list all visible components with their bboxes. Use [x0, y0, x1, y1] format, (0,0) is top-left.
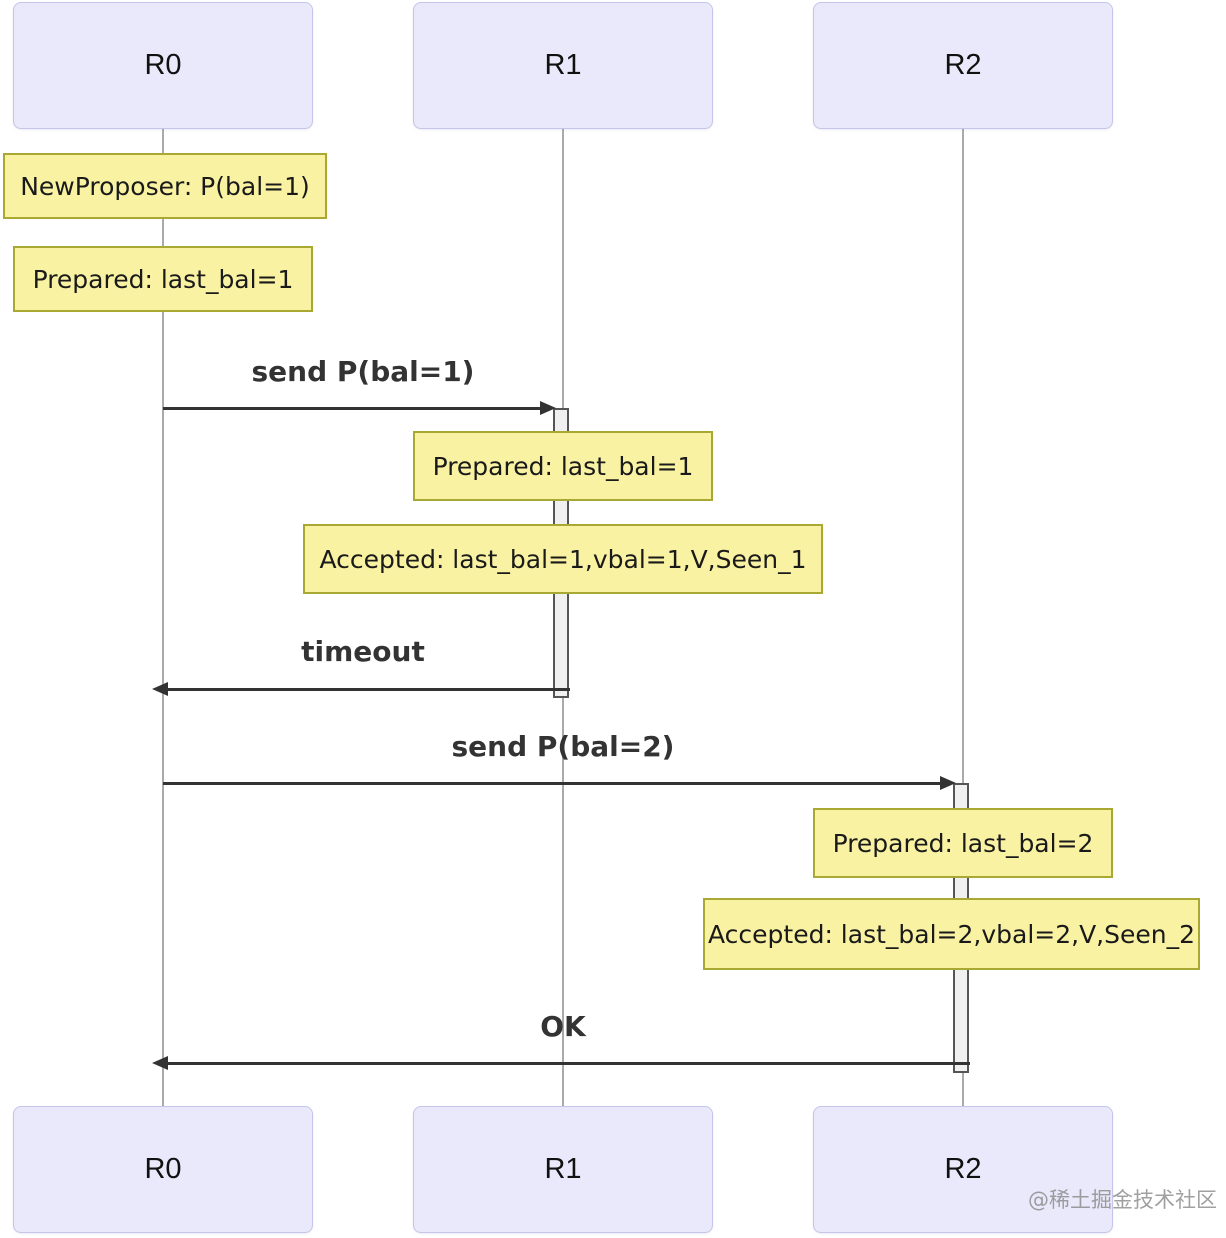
actor-footer-r0-label: R0 — [144, 1153, 182, 1185]
actor-header-r0: R0 — [13, 2, 313, 129]
actor-header-r1-label: R1 — [544, 49, 582, 81]
note-prepared-r0: Prepared: last_bal=1 — [13, 246, 313, 312]
actor-header-r0-label: R0 — [144, 49, 182, 81]
note-text: NewProposer: P(bal=1) — [20, 171, 310, 201]
watermark: @稀土掘金技术社区 — [1028, 1188, 1217, 1212]
note-text: Prepared: last_bal=1 — [32, 264, 294, 294]
actor-footer-r0: R0 — [13, 1106, 313, 1233]
actor-header-r1: R1 — [413, 2, 713, 129]
actor-header-r2: R2 — [813, 2, 1113, 129]
actor-footer-r2: R2 — [813, 1106, 1113, 1233]
note-prepared-r2: Prepared: last_bal=2 — [813, 808, 1113, 878]
lifeline-r2 — [962, 128, 964, 1106]
message-arrow-r0-to-r1 — [163, 401, 556, 415]
message-label-timeout: timeout — [301, 635, 425, 668]
actor-footer-r2-label: R2 — [944, 1153, 982, 1185]
note-text: Prepared: last_bal=1 — [432, 451, 694, 481]
message-arrow-r0-to-r2 — [163, 776, 956, 790]
actor-footer-r1-label: R1 — [544, 1153, 582, 1185]
message-arrow-r1-to-r0 — [152, 682, 570, 696]
note-text: Accepted: last_bal=1,vbal=1,V,Seen_1 — [319, 544, 807, 574]
note-text: Accepted: last_bal=2,vbal=2,V,Seen_2 — [707, 919, 1195, 949]
message-arrow-r2-to-r0 — [152, 1056, 970, 1070]
message-label-send-p-bal-2: send P(bal=2) — [451, 730, 675, 763]
note-text: Prepared: last_bal=2 — [832, 828, 1094, 858]
note-newproposer-r0: NewProposer: P(bal=1) — [3, 153, 327, 219]
note-prepared-r1: Prepared: last_bal=1 — [413, 431, 713, 501]
message-label-ok: OK — [540, 1010, 586, 1043]
actor-header-r2-label: R2 — [944, 49, 982, 81]
note-accepted-r1: Accepted: last_bal=1,vbal=1,V,Seen_1 — [303, 524, 823, 594]
lifeline-r0 — [162, 128, 164, 1106]
note-accepted-r2: Accepted: last_bal=2,vbal=2,V,Seen_2 — [703, 898, 1200, 970]
actor-footer-r1: R1 — [413, 1106, 713, 1233]
message-label-send-p-bal-1: send P(bal=1) — [251, 355, 475, 388]
